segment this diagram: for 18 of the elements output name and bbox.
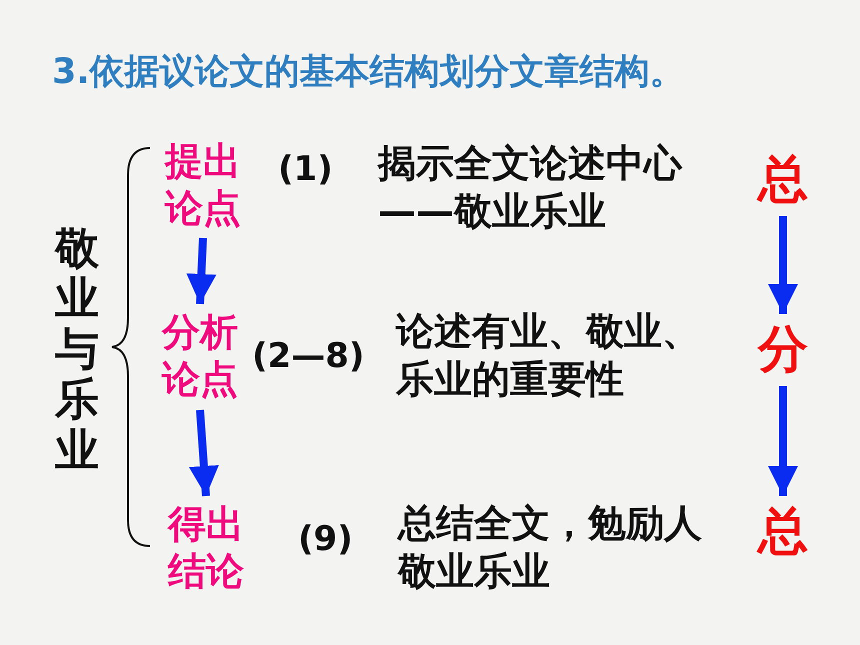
down-arrow: [768, 386, 798, 496]
description-text: 总结全文，勉励人敬业乐业: [398, 500, 703, 594]
down-arrow: [188, 410, 219, 496]
structure-label: 总: [756, 148, 809, 210]
down-arrow: [186, 238, 216, 304]
description-text: 揭示全文论述中心——敬业乐业: [378, 140, 684, 234]
section-label: 提出论点: [165, 138, 241, 232]
vertical-title-text: 敬业与乐业: [55, 224, 99, 476]
paragraph-number: (2—8): [252, 335, 366, 378]
structure-label: 总: [756, 500, 809, 562]
paragraph-number: (9): [298, 518, 354, 560]
section-label: 分析论点: [162, 308, 238, 403]
description-text: 论述有业、敬业、乐业的重要性: [396, 308, 701, 402]
title: 3.依据议论文的基本结构划分文章结构。: [52, 51, 685, 94]
paragraph-number: (1): [278, 148, 334, 190]
structure-label: 分: [756, 318, 809, 380]
down-arrow: [768, 216, 798, 314]
section-label: 得出结论: [168, 500, 244, 595]
